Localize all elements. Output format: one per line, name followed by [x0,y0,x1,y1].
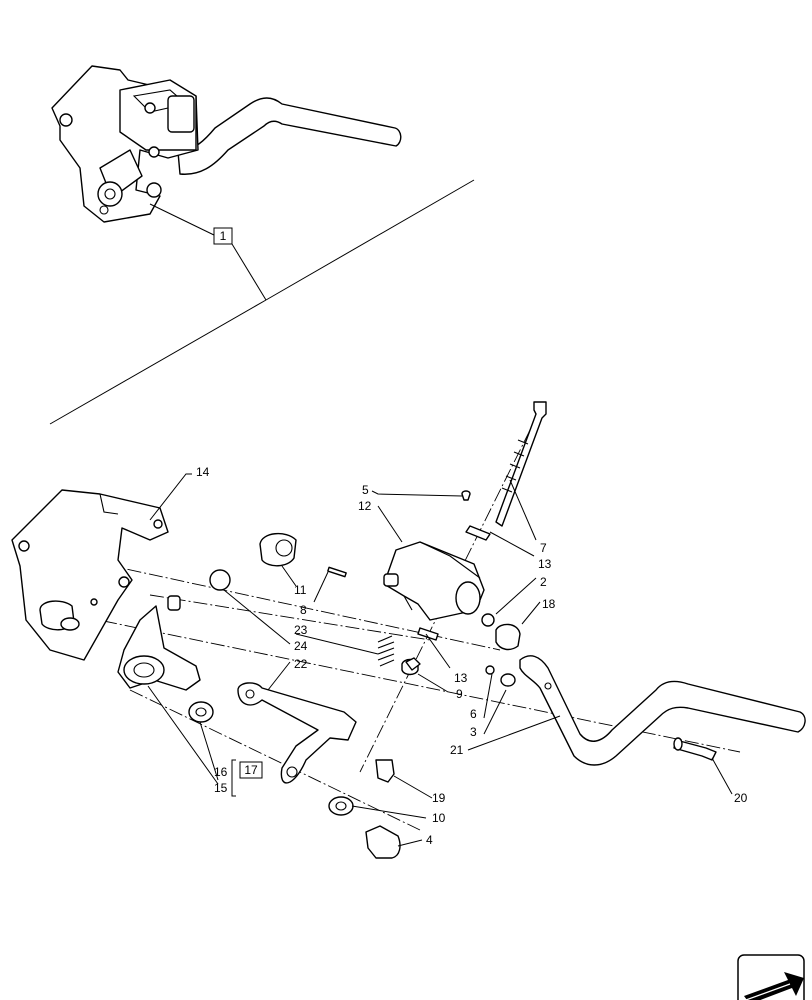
callout-11: 11 [294,583,307,597]
callout-7: 7 [540,541,547,555]
callout-24: 24 [294,639,308,653]
callout-19: 19 [432,791,446,805]
callout-15: 15 [214,781,228,795]
callout-13b: 13 [454,671,468,685]
callout-8: 8 [300,603,307,617]
callout-2: 2 [540,575,547,589]
callout-3: 3 [470,725,477,739]
kit-callout-label: 1 [220,229,227,243]
callout-4: 4 [426,833,433,847]
callout-leaders [147,473,733,847]
callout-21: 21 [450,743,464,757]
callout-18: 18 [542,597,556,611]
assembled-lever-illustration [51,65,402,223]
callout-subkit: 17 [244,763,258,777]
exploded-view [11,401,806,859]
callout-16: 16 [214,765,228,779]
callout-9: 9 [456,687,463,701]
callout-5: 5 [362,483,369,497]
callout-14: 14 [196,465,210,479]
callout-22: 22 [294,657,308,671]
subkit-callout-box [239,761,263,779]
callout-labels: 14 5 12 7 13 2 18 11 8 23 24 22 13 9 6 3… [196,465,748,847]
callout-6: 6 [470,707,477,721]
callout-23: 23 [294,623,308,637]
callout-12: 12 [358,499,372,513]
callout-10: 10 [432,811,446,825]
kit-callout-box [213,227,233,245]
callout-13a: 13 [538,557,552,571]
kit-callout-group: 1 [49,179,475,425]
next-page-arrow-icon[interactable] [737,954,805,1000]
callout-20: 20 [734,791,748,805]
